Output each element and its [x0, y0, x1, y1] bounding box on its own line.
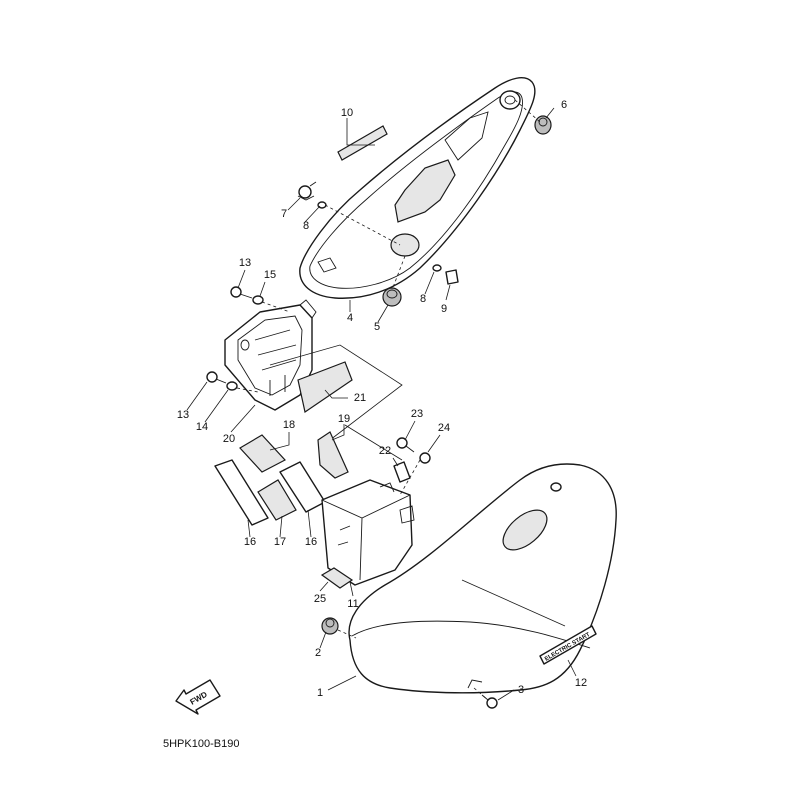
callout-2: 2	[315, 647, 321, 659]
callout-8-upper: 8	[303, 220, 309, 232]
screw-23	[396, 437, 415, 453]
pad-19	[317, 431, 349, 479]
callout-25: 25	[314, 593, 326, 605]
callout-6: 6	[561, 99, 567, 111]
callout-20: 20	[223, 433, 235, 445]
callout-15: 15	[264, 269, 276, 281]
callout-23: 23	[411, 408, 423, 420]
callout-3: 3	[518, 684, 524, 696]
callout-16-left: 16	[244, 536, 256, 548]
washer-14	[226, 381, 238, 391]
pad-16a	[214, 459, 269, 526]
grommet-6	[534, 115, 552, 135]
callout-7: 7	[281, 208, 287, 220]
callout-18: 18	[283, 419, 295, 431]
callout-4: 4	[347, 312, 353, 324]
callout-11: 10	[341, 107, 353, 119]
fwd-arrow-icon: FWD	[175, 679, 221, 715]
decal-strip	[337, 125, 388, 161]
grommet-5	[382, 287, 402, 307]
screw-3	[481, 694, 498, 709]
battery-box-20	[224, 299, 317, 411]
callout-22: 22	[379, 445, 391, 457]
callout-19: 19	[338, 413, 350, 425]
pad-18	[239, 434, 286, 473]
callout-13-lower: 13	[177, 409, 189, 421]
callout-10: 12	[575, 677, 587, 689]
pad-25	[320, 567, 354, 589]
pad-21	[297, 361, 353, 413]
screw-13a	[230, 286, 253, 299]
clip-22	[393, 461, 411, 483]
washer-8b	[432, 264, 442, 272]
upper-side-cover	[299, 77, 536, 299]
side-cover-1	[348, 463, 617, 694]
callout-1: 1	[317, 687, 323, 699]
pad-17	[257, 479, 297, 521]
clip-9	[445, 269, 459, 285]
callout-21: 21	[354, 392, 366, 404]
callout-5: 5	[374, 321, 380, 333]
callout-16-right: 16	[305, 536, 317, 548]
washer-15	[252, 295, 264, 305]
callout-14: 14	[196, 421, 208, 433]
callout-24: 24	[438, 422, 450, 434]
grommet-2	[321, 617, 339, 635]
nut-24	[419, 452, 431, 464]
diagram-code: 5HPK100-B190	[163, 738, 239, 750]
callout-17: 17	[274, 536, 286, 548]
callout-13-upper: 13	[239, 257, 251, 269]
callout-8-lower: 8	[420, 293, 426, 305]
screw-13b	[206, 371, 227, 384]
screw-7	[297, 181, 317, 201]
callout-12: 11	[347, 598, 358, 610]
callout-9: 9	[441, 303, 447, 315]
